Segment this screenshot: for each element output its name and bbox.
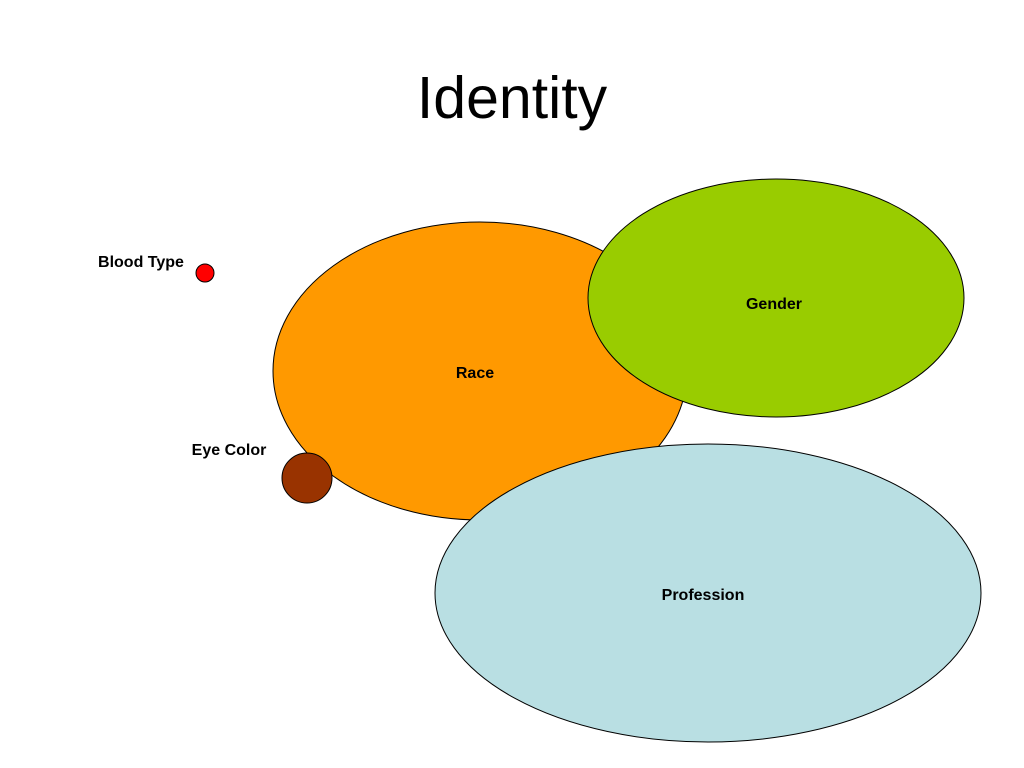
eye-color-circle	[281, 452, 333, 504]
gender-label: Gender	[746, 296, 802, 313]
blood-type-label: Blood Type	[98, 254, 184, 271]
profession-label: Profession	[662, 587, 745, 604]
eye-color-label: Eye Color	[192, 442, 267, 459]
slide-title: Identity	[416, 65, 608, 131]
profession-ellipse	[434, 443, 982, 743]
blood-type-dot	[195, 263, 215, 283]
gender-ellipse	[587, 178, 965, 418]
race-label: Race	[456, 365, 494, 382]
